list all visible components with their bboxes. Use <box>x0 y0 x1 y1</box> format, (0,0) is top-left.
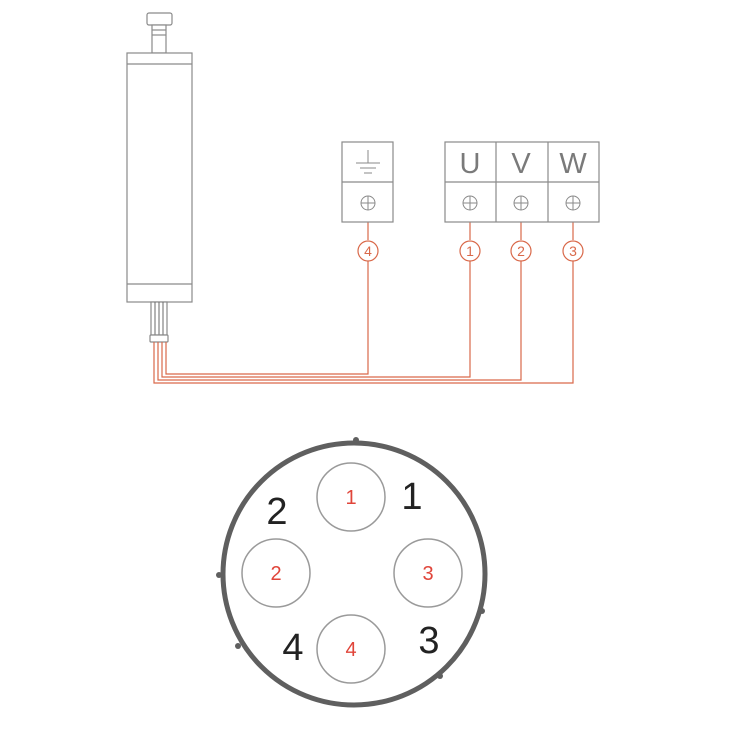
svg-text:4: 4 <box>364 243 372 259</box>
screw-terminal-icon <box>513 195 529 211</box>
connector-face: 1 2 3 4 1 2 3 4 <box>216 437 488 708</box>
wire-marker-4: 4 <box>357 240 379 262</box>
wire-marker-3: 3 <box>562 240 584 262</box>
svg-text:2: 2 <box>270 563 281 585</box>
terminal-u-label: U <box>460 148 481 180</box>
motor-shaft <box>151 24 167 54</box>
connector-outer-ring <box>220 440 488 708</box>
svg-text:4: 4 <box>345 639 356 661</box>
connector-label-1: 1 <box>401 476 422 518</box>
cable-clamp <box>149 334 169 343</box>
wire-markers: 4 1 2 3 <box>357 240 584 262</box>
motor <box>126 12 193 343</box>
terminal-v-label: V <box>511 148 531 180</box>
wire-4 <box>165 261 369 375</box>
motor-shaft-cap <box>146 12 173 26</box>
screw-terminal-icon <box>360 195 376 211</box>
svg-text:3: 3 <box>569 243 577 259</box>
wire-2 <box>157 261 522 381</box>
wire-3 <box>153 261 574 384</box>
screw-terminal-icon <box>565 195 581 211</box>
connector-pin-3: 3 <box>393 538 463 608</box>
svg-text:2: 2 <box>517 243 525 259</box>
connector-pin-4: 4 <box>316 614 386 684</box>
connector-label-3: 3 <box>418 620 439 662</box>
wire-1 <box>161 261 471 378</box>
svg-text:1: 1 <box>466 243 474 259</box>
screw-terminal-icon <box>462 195 478 211</box>
ground-terminal <box>341 141 394 223</box>
connector-label-2: 2 <box>266 491 287 533</box>
uvw-terminal-block: U V W <box>444 141 600 223</box>
ground-icon <box>356 150 380 174</box>
wire-marker-1: 1 <box>459 240 481 262</box>
motor-body <box>126 52 193 303</box>
connector-pin-2: 2 <box>241 538 311 608</box>
connector-label-4: 4 <box>282 627 303 669</box>
wire-marker-2: 2 <box>510 240 532 262</box>
connector-pin-1: 1 <box>316 462 386 532</box>
svg-text:3: 3 <box>422 563 433 585</box>
wires <box>153 222 574 384</box>
svg-text:1: 1 <box>345 487 356 509</box>
terminal-w-label: W <box>559 148 587 180</box>
